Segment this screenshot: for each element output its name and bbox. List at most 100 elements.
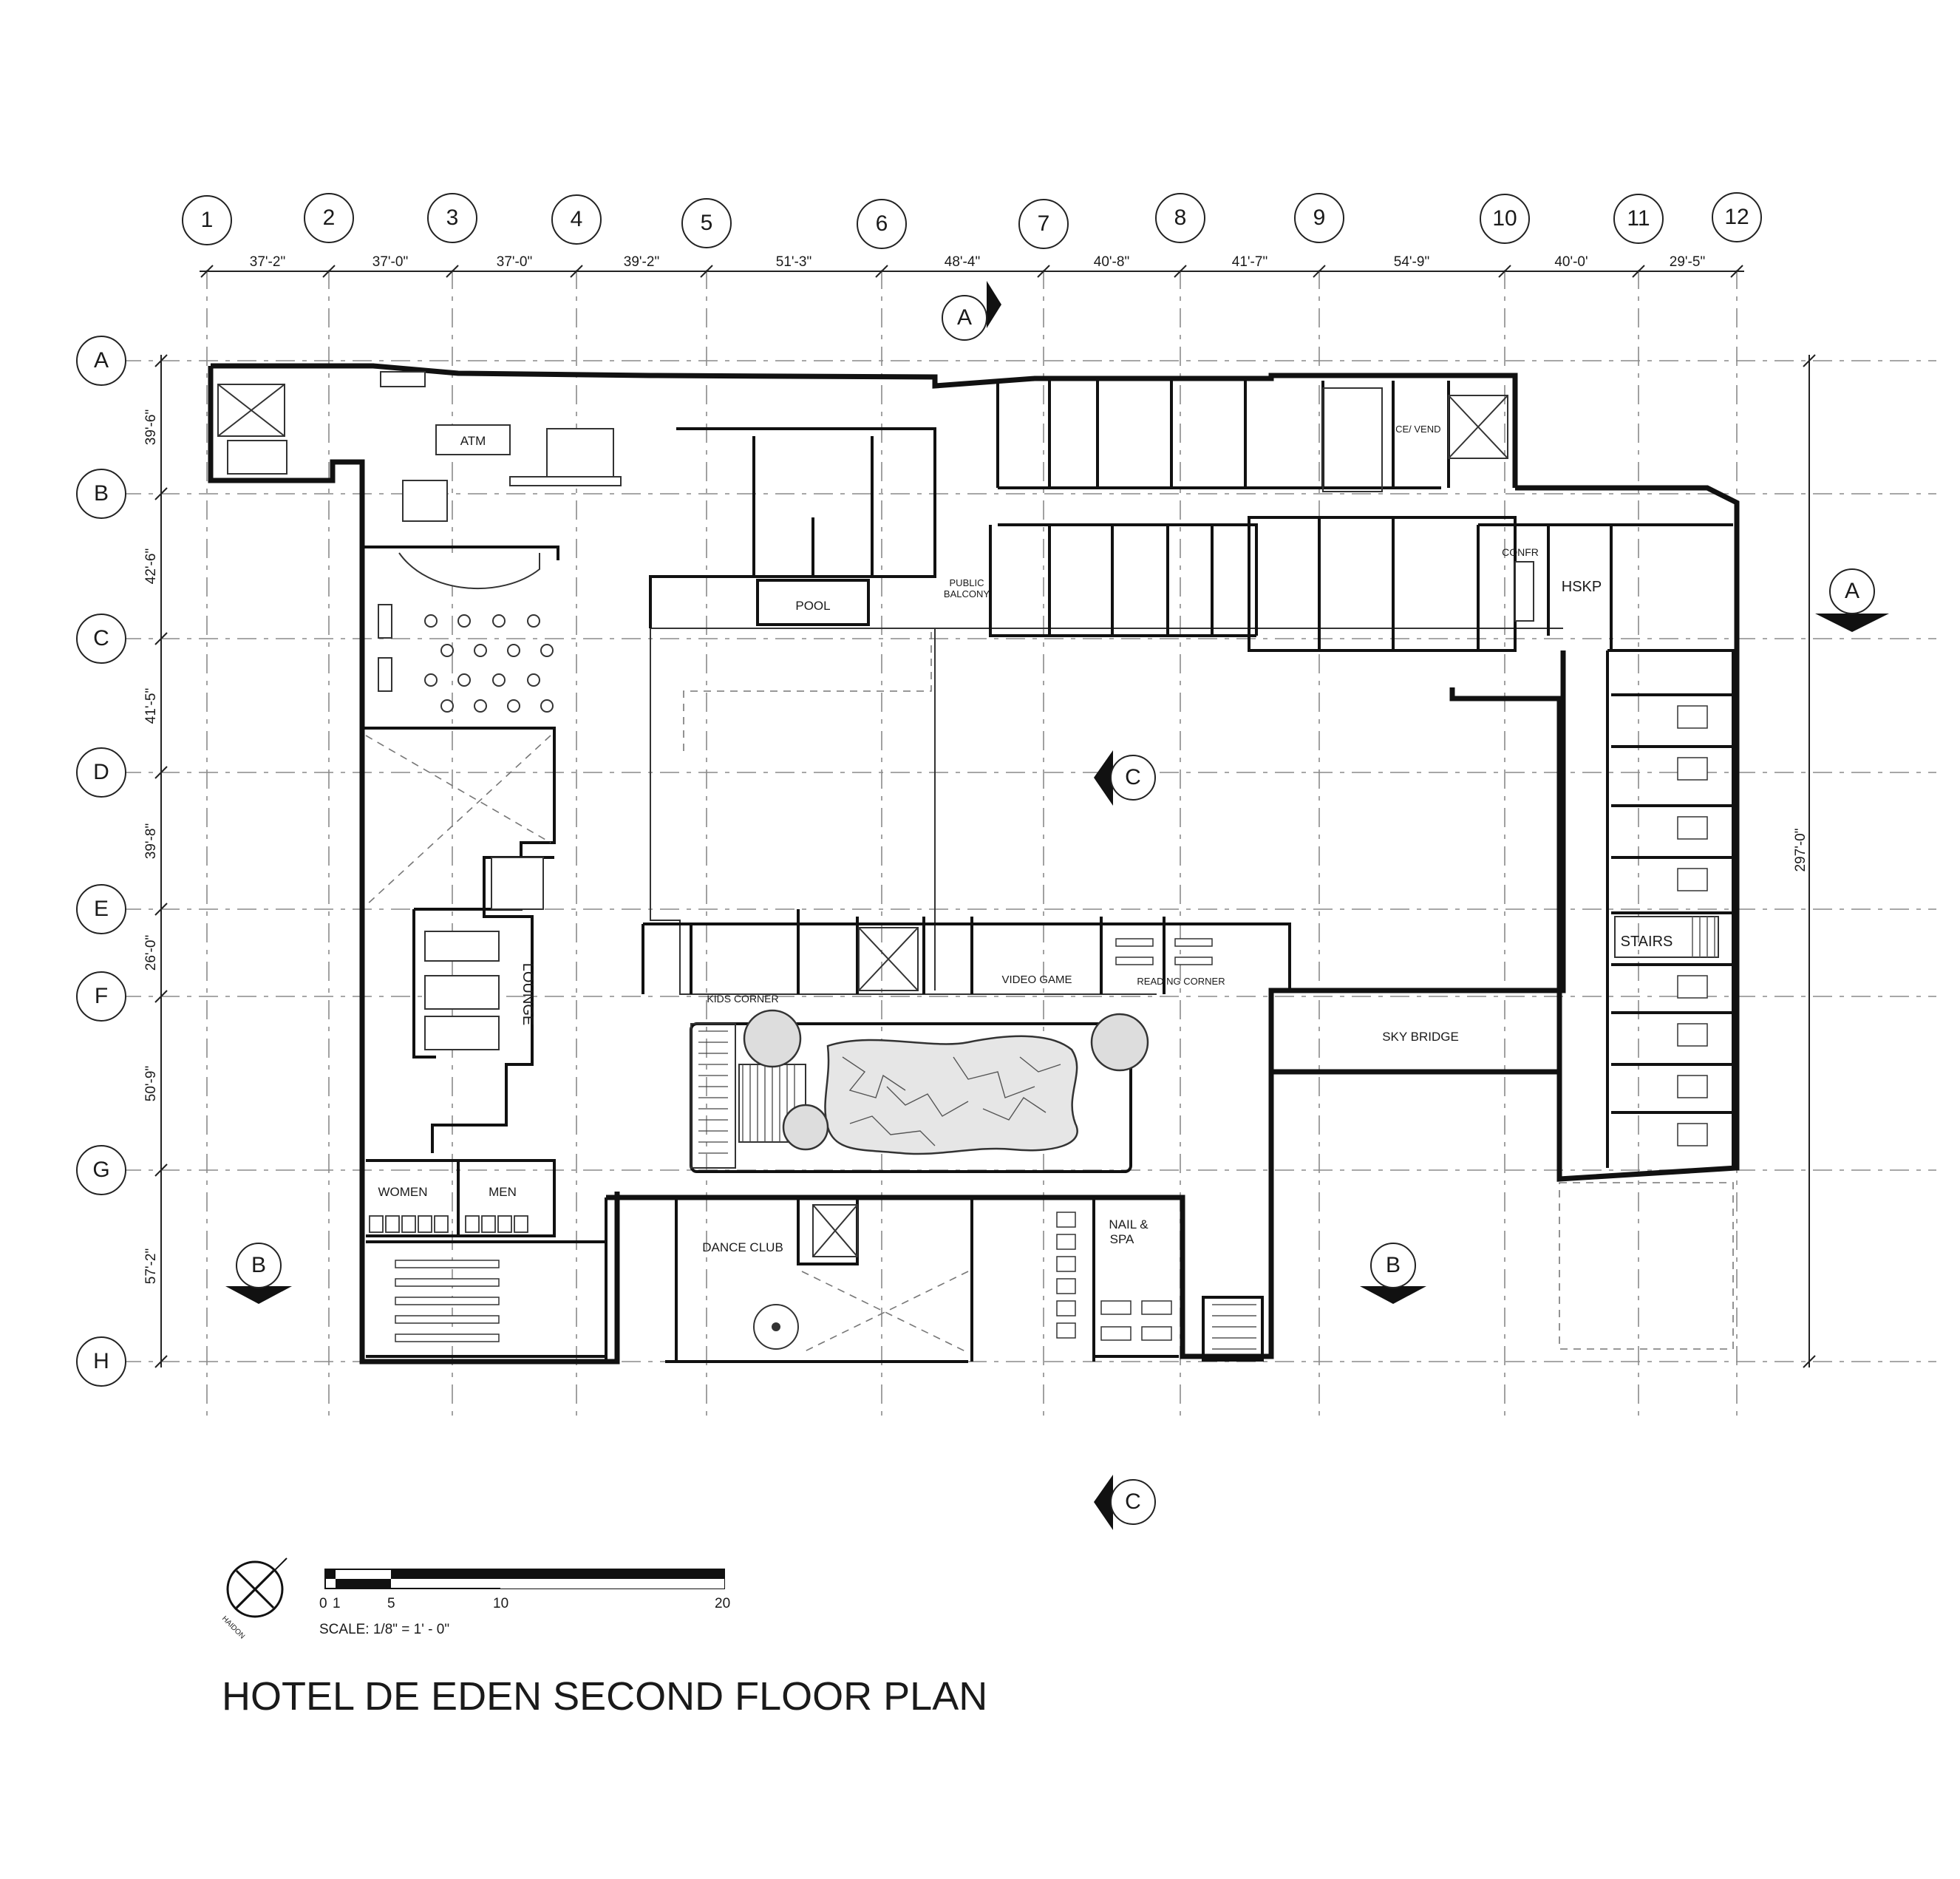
svg-text:1: 1 [201, 208, 214, 232]
room-label-video-game: VIDEO GAME [1001, 974, 1072, 986]
svg-text:B: B [94, 481, 109, 506]
row-bubble-c: C [76, 614, 126, 664]
room-label-stairs: STAIRS [1621, 934, 1673, 950]
scale-tick-1: 1 [333, 1596, 341, 1611]
building-walls [208, 363, 1740, 1365]
room-label-dance-club: DANCE CLUB [702, 1240, 783, 1254]
scale-label: SCALE: 1/8" = 1' - 0" [319, 1622, 449, 1637]
room-label-sky-bridge: SKY BRIDGE [1382, 1030, 1459, 1044]
column-bubble-2: 2 [304, 193, 354, 243]
svg-text:A: A [94, 348, 109, 373]
room-labels: ATM ICE/ VEND PUBLIC BALCONY POOL CONFR … [378, 424, 1673, 1254]
column-bubble-1: 1 [182, 195, 232, 245]
svg-text:9: 9 [1313, 205, 1326, 230]
svg-text:2: 2 [323, 205, 336, 230]
room-label-public-balcony-1: PUBLIC [950, 577, 984, 588]
room-label-men: MEN [489, 1185, 517, 1199]
section-marker-c-mid: C [1094, 750, 1156, 806]
row-bubble-d: D [76, 747, 126, 798]
row-bubble-a: A [76, 336, 126, 386]
dim-g-h: 57'-2" [143, 1248, 159, 1284]
dim-6-7: 48'-4" [945, 254, 980, 270]
dim-7-8: 40'-8" [1094, 254, 1129, 270]
column-bubble-4: 4 [551, 194, 602, 245]
svg-text:7: 7 [1038, 211, 1050, 236]
svg-text:G: G [92, 1158, 109, 1182]
svg-text:B: B [251, 1253, 266, 1277]
dim-5-6: 51'-3" [776, 254, 811, 270]
svg-text:C: C [1125, 765, 1141, 789]
dim-2-3: 37'-0" [372, 254, 408, 270]
drawing-title: HOTEL DE EDEN SECOND FLOOR PLAN [222, 1674, 987, 1719]
room-label-lounge: LOUNGE [520, 963, 536, 1025]
svg-text:C: C [93, 626, 109, 650]
dim-11-12: 29'-5" [1670, 254, 1705, 270]
section-marker-c-bottom: C [1094, 1475, 1156, 1530]
row-bubble-b: B [76, 469, 126, 519]
north-arrow: HAIDON [220, 1557, 287, 1641]
dim-c-d: 41'-5" [143, 688, 159, 724]
room-label-public-balcony-2: BALCONY [944, 588, 990, 599]
room-label-confr: CONFR [1502, 546, 1539, 558]
dim-f-g: 50'-9" [143, 1066, 159, 1101]
open-to-below [365, 735, 1734, 1353]
svg-text:F: F [95, 984, 108, 1008]
column-bubble-7: 7 [1018, 199, 1069, 249]
vertical-circulation [217, 384, 1719, 1350]
room-label-pool: POOL [795, 599, 830, 613]
column-bubbles: 1 2 3 4 5 6 7 8 9 10 11 12 [182, 192, 1762, 249]
svg-text:297'-0": 297'-0" [1793, 829, 1808, 872]
furniture [369, 371, 1708, 1350]
svg-text:3: 3 [446, 205, 459, 230]
courtyard-pond [690, 1009, 1149, 1173]
dim-ticks [200, 265, 1743, 278]
row-bubble-f: F [76, 971, 126, 1022]
row-bubble-g: G [76, 1145, 126, 1195]
svg-text:5: 5 [701, 211, 713, 235]
dim-d-e: 39'-8" [143, 823, 159, 859]
room-label-reading-corner: READING CORNER [1137, 976, 1225, 987]
row-dimensions: 39'-6" 42'-6" 41'-5" 39'-8" 26'-0" 50'-9… [143, 354, 168, 1368]
room-label-kids-corner: KIDS CORNER [707, 993, 778, 1005]
room-label-ice-vend: ICE/ VEND [1392, 424, 1440, 435]
svg-text:B: B [1386, 1253, 1401, 1277]
svg-text:H: H [93, 1349, 109, 1373]
pool [756, 579, 870, 626]
section-marker-b-right: B [1360, 1243, 1426, 1304]
svg-text:11: 11 [1627, 206, 1650, 231]
svg-text:E: E [94, 897, 109, 921]
dim-4-5: 39'-2" [624, 254, 659, 270]
row-bubble-h: H [76, 1336, 126, 1387]
section-marker-a-top: A [942, 281, 1001, 341]
scale-tick-5: 5 [387, 1596, 395, 1611]
dim-10-11: 40'-0' [1554, 254, 1588, 270]
scale-tick-10: 10 [493, 1596, 508, 1611]
svg-text:12: 12 [1724, 205, 1749, 229]
scale-tick-20: 20 [715, 1596, 730, 1611]
dim-8-9: 41'-7" [1232, 254, 1267, 270]
svg-text:4: 4 [571, 207, 583, 231]
column-bubble-11: 11 [1613, 194, 1664, 244]
row-bubbles: A B C D E F G H [76, 336, 126, 1387]
column-bubble-8: 8 [1155, 193, 1205, 243]
room-label-women: WOMEN [378, 1185, 427, 1199]
column-bubble-9: 9 [1294, 193, 1344, 243]
dim-9-10: 54'-9" [1394, 254, 1429, 270]
room-label-atm: ATM [460, 434, 486, 448]
dim-a-b: 39'-6" [143, 410, 159, 445]
svg-text:6: 6 [876, 211, 888, 236]
dim-1-2: 37'-2" [250, 254, 285, 270]
svg-text:C: C [1125, 1489, 1141, 1514]
column-bubble-3: 3 [427, 193, 477, 243]
overall-dimension: 297'-0" [1793, 354, 1816, 1368]
room-label-hskp: HSKP [1562, 579, 1602, 595]
svg-text:8: 8 [1174, 205, 1187, 230]
column-bubble-12: 12 [1712, 192, 1762, 242]
dim-b-c: 42'-6" [143, 548, 159, 584]
dim-e-f: 26'-0" [143, 935, 159, 971]
column-dimensions: 37'-2" 37'-0" 37'-0" 39'-2" 51'-3" 48'-4… [200, 254, 1744, 278]
svg-text:10: 10 [1492, 206, 1517, 231]
section-marker-a-right: A [1815, 568, 1889, 632]
north-arrow-label: HAIDON [220, 1614, 246, 1640]
